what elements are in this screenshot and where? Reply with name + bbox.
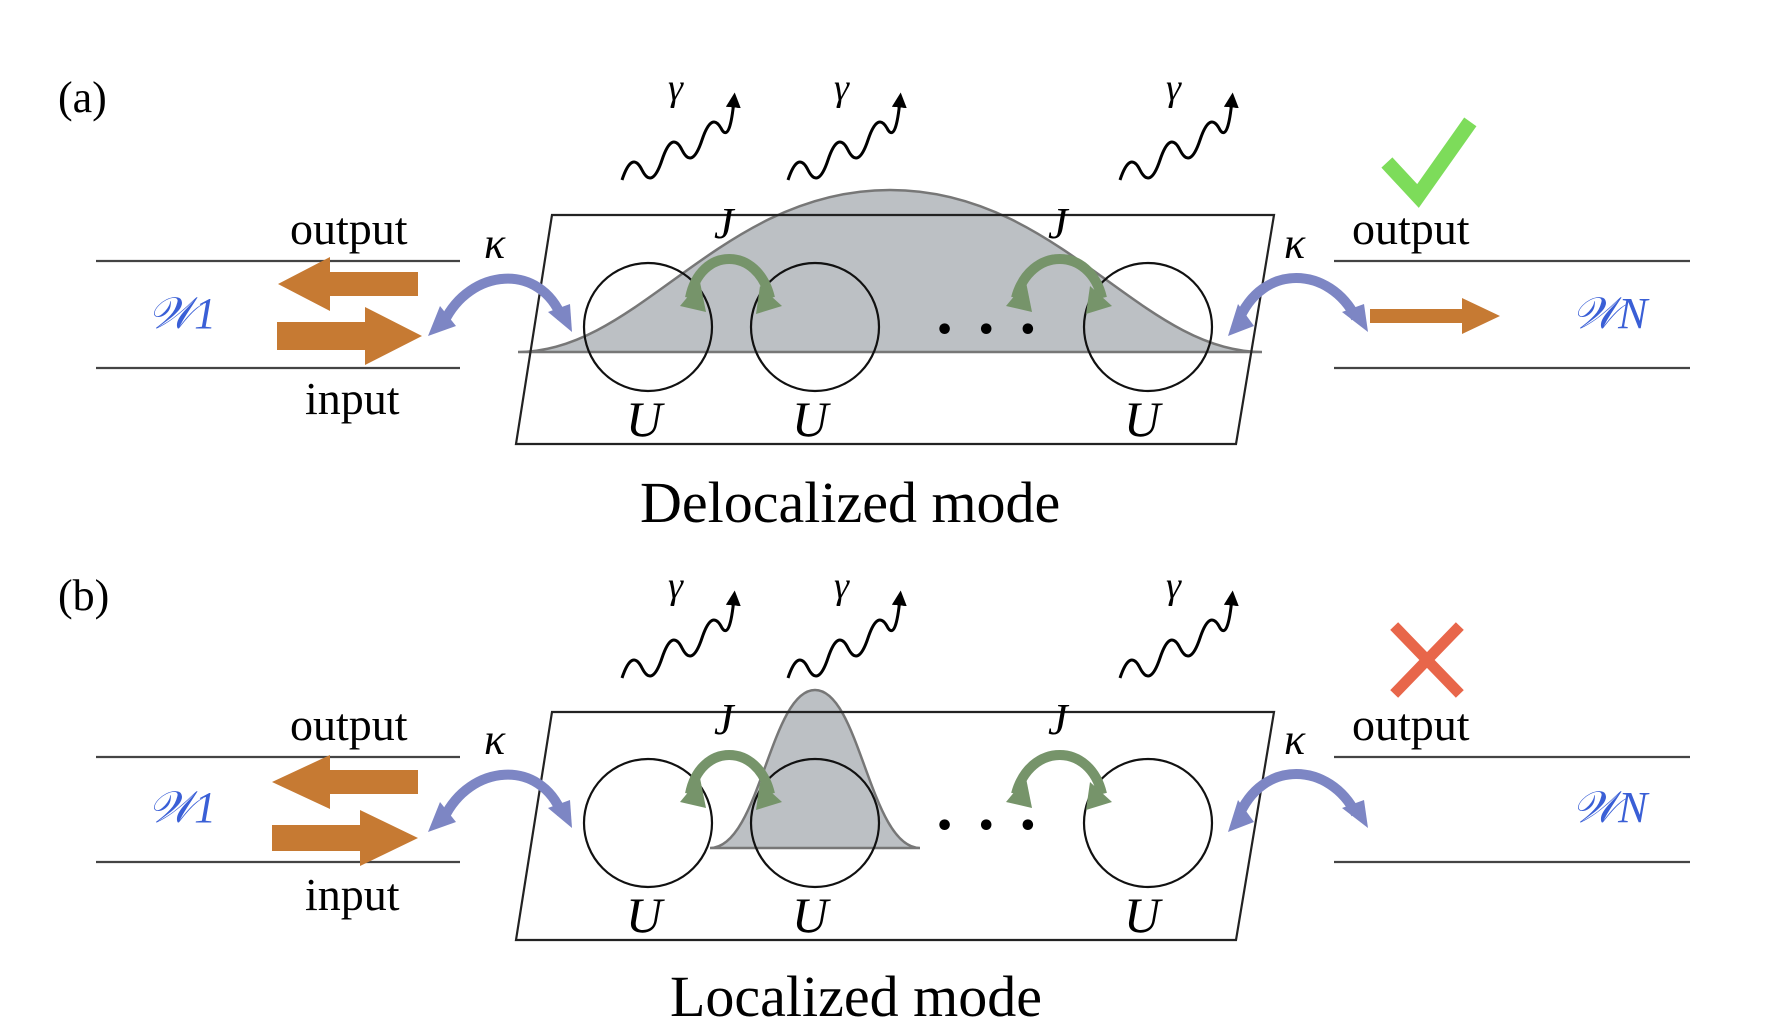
ellipsis: • • •	[935, 313, 1043, 348]
kappa-label-right: κ	[1284, 715, 1306, 764]
panel-caption: Localized mode	[670, 964, 1042, 1024]
hopping-arrowhead-right	[756, 782, 782, 810]
left-output-label: output	[290, 699, 408, 750]
waveguide-label-wn: 𝒲N	[1572, 783, 1650, 832]
panel-a: (a) output input 𝒲1 output 𝒲N	[58, 67, 1690, 535]
left-input-label: input	[305, 373, 400, 424]
left-input-label: input	[305, 869, 400, 920]
coupling-arrowhead	[1342, 800, 1368, 828]
resonator-1	[582, 757, 714, 889]
coupling-arrowhead	[428, 306, 456, 336]
kappa-label-left: κ	[484, 219, 506, 268]
hopping-arrow-1	[685, 254, 775, 300]
gamma-label: γ	[668, 565, 684, 607]
transmitted-arrow	[1370, 298, 1500, 334]
input-arrow-right	[277, 307, 422, 365]
coupling-arrowhead	[1342, 304, 1368, 332]
lattice-frame	[514, 213, 1276, 446]
j-label-1: J	[714, 199, 736, 248]
hopping-arrow-2	[1011, 254, 1107, 300]
hopping-arrowhead-left	[1006, 282, 1032, 312]
gamma-label: γ	[668, 67, 684, 109]
input-arrow-right	[272, 810, 418, 866]
hopping-arrow-1	[685, 750, 775, 796]
hopping-arrowhead-left	[680, 778, 706, 808]
hopping-arrowhead-left	[1006, 778, 1032, 808]
right-waveguide: output 𝒲N	[1334, 622, 1690, 864]
coupling-arrow-left	[439, 273, 567, 325]
u-label-1: U	[626, 887, 665, 943]
hopping-arrowhead-right	[1086, 782, 1112, 810]
wavy-photon-arrow-icon	[620, 590, 741, 679]
panel-label: (b)	[58, 571, 109, 620]
wavy-photon-arrow-icon	[786, 92, 907, 181]
u-label-n: U	[1124, 887, 1163, 943]
coupling-arrowhead	[428, 802, 456, 832]
gamma-label: γ	[1166, 565, 1182, 607]
j-label-1: J	[714, 695, 736, 744]
kappa-label-left: κ	[484, 715, 506, 764]
hopping-arrowhead-right	[756, 286, 782, 314]
coupling-arrow-right	[1233, 769, 1361, 821]
gamma-label: γ	[834, 67, 850, 109]
wavy-photon-arrow-icon	[786, 590, 907, 679]
left-waveguide: output input 𝒲1	[96, 699, 460, 920]
coupling-arrow-left	[439, 769, 567, 821]
wavy-photon-arrow-icon	[620, 92, 741, 181]
resonator-1	[582, 261, 714, 393]
resonator-n	[1082, 261, 1214, 393]
gamma-label: γ	[1166, 67, 1182, 109]
wavy-photon-arrow-icon	[1118, 92, 1239, 181]
check-mark-icon	[1381, 117, 1477, 208]
hopping-arrowhead-left	[680, 282, 706, 312]
panel-label: (a)	[58, 73, 107, 122]
emission-n: γ	[1118, 565, 1239, 679]
coupling-arrowhead	[548, 800, 572, 828]
emission-2: γ	[786, 565, 907, 679]
cross-mark-icon	[1390, 622, 1464, 698]
panel-caption: Delocalized mode	[640, 470, 1060, 535]
emission-1: γ	[620, 565, 741, 679]
output-arrow-left	[278, 257, 418, 311]
waveguide-label-wn: 𝒲N	[1572, 289, 1650, 338]
resonator-2	[749, 261, 881, 393]
coupling-arrowhead	[548, 304, 572, 332]
hopping-arrowhead-right	[1086, 286, 1112, 314]
j-label-2: J	[1048, 199, 1070, 248]
right-output-label: output	[1352, 699, 1470, 750]
coupling-arrowhead	[1228, 800, 1254, 832]
resonator-n	[1082, 757, 1214, 889]
localized-mode-profile	[709, 688, 921, 850]
u-label-n: U	[1124, 391, 1163, 447]
gamma-label: γ	[834, 565, 850, 607]
output-arrow-left	[272, 755, 418, 809]
left-waveguide: output input 𝒲1	[96, 203, 460, 424]
ellipsis: • • •	[935, 809, 1043, 844]
u-label-2: U	[792, 887, 831, 943]
right-output-label: output	[1352, 203, 1470, 254]
wavy-photon-arrow-icon	[1118, 590, 1239, 679]
coupling-arrow-right	[1233, 273, 1361, 325]
waveguide-label-w1: 𝒲1	[148, 783, 216, 832]
kappa-label-right: κ	[1284, 219, 1306, 268]
resonator-2	[749, 757, 881, 889]
emission-2: γ	[786, 67, 907, 181]
left-output-label: output	[290, 203, 408, 254]
panel-b: (b) output input 𝒲1 output 𝒲N	[58, 565, 1690, 1024]
coupling-arrowhead	[1228, 304, 1254, 336]
j-label-2: J	[1048, 695, 1070, 744]
emission-n: γ	[1118, 67, 1239, 181]
right-waveguide: output 𝒲N	[1334, 117, 1690, 370]
waveguide-label-w1: 𝒲1	[148, 289, 216, 338]
lattice-frame	[514, 710, 1276, 942]
u-label-2: U	[792, 391, 831, 447]
emission-1: γ	[620, 67, 741, 181]
u-label-1: U	[626, 391, 665, 447]
hopping-arrow-2	[1011, 750, 1107, 796]
